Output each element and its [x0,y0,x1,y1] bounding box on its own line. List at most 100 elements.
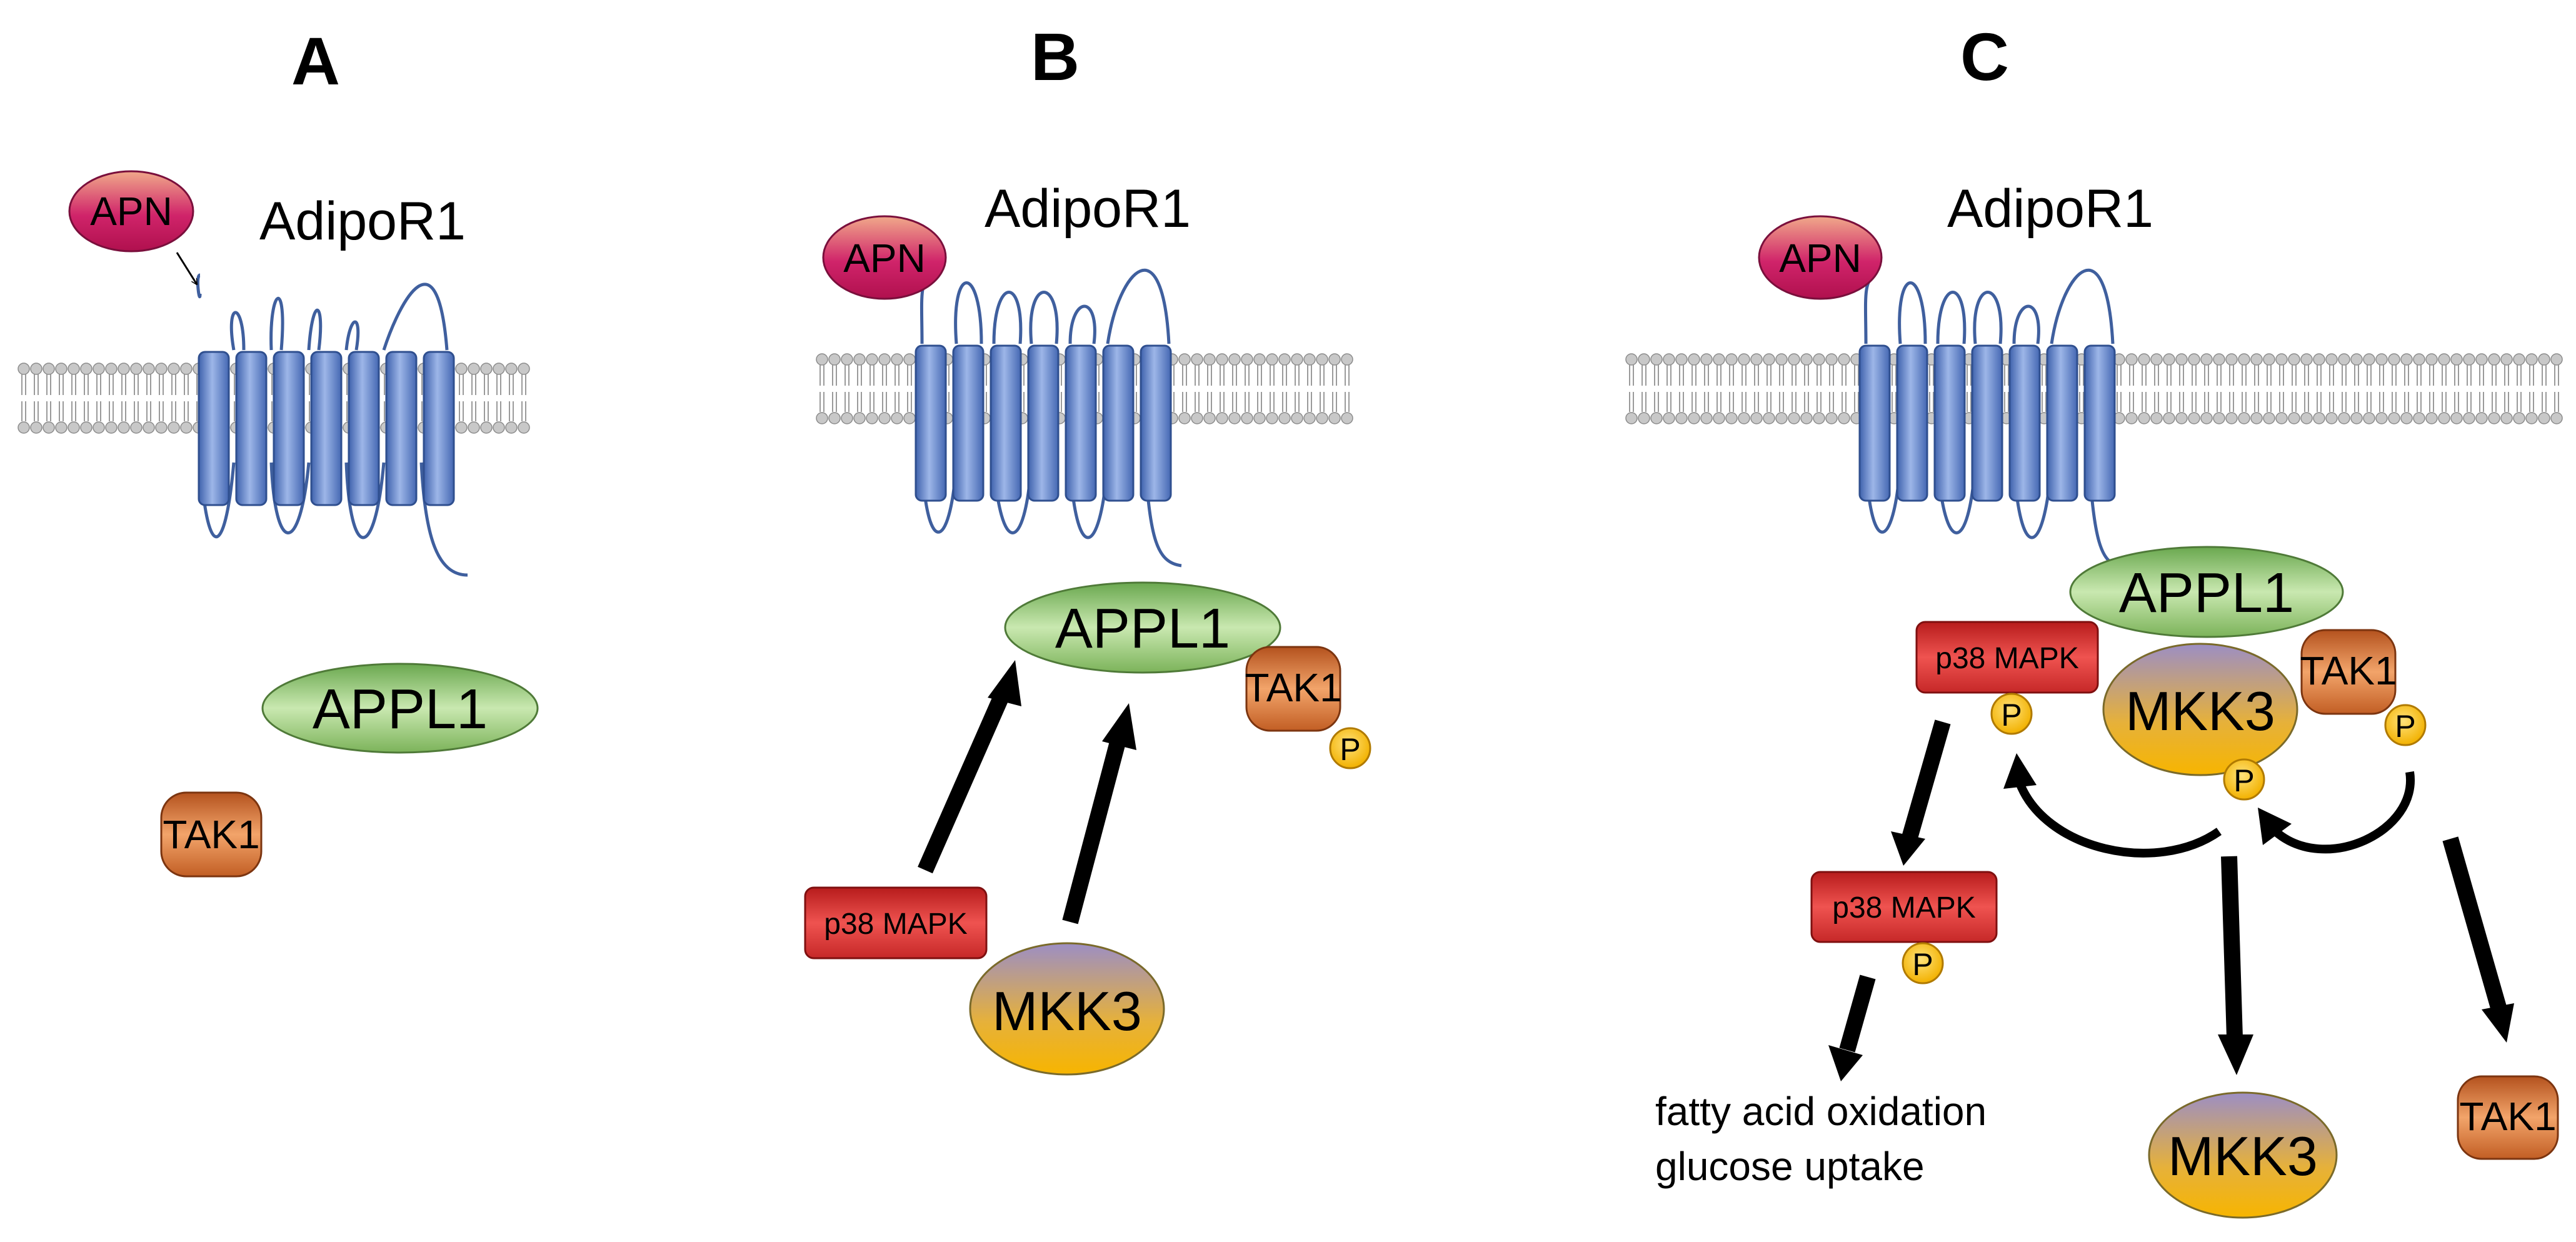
appl1-a: APPL1 [261,663,539,754]
lipid-pair [1663,353,1675,424]
adipor1-label-b: AdipoR1 [985,179,1191,239]
phospho-badge-p38-c: P [1990,693,2033,735]
transmembrane-helix [1971,344,2003,502]
tak1-label-c: TAK1 [2300,648,2397,693]
lipid-pair [93,363,105,434]
lipid-pair [2300,353,2313,424]
tak1-bound-c: TAK1 P [2300,629,2427,746]
transmembrane-helix [990,344,1022,502]
appl1-label-c: APPL1 [2119,562,2294,624]
lipid-pair [180,363,193,434]
transmembrane-helix [348,351,380,506]
adipor1-receptor-b [915,268,1182,568]
lipid-pair [1241,353,1253,424]
lipid-pair [2188,353,2200,424]
lipid-pair [1750,353,1763,424]
p38-label-b: p38 MAPK [824,908,967,941]
mkk3-b: MKK3 [969,942,1165,1076]
lipid-pair [493,363,505,434]
transmembrane-helix [1102,344,1135,502]
lipid-pair [1800,353,1813,424]
transmembrane-helix [198,351,230,506]
transmembrane-helix [235,351,268,506]
lipid-pair [828,353,841,424]
lipid-pair [2500,353,2513,424]
lipid-pair [68,363,80,434]
lipid-pair [2363,353,2375,424]
transmembrane-helix [1027,344,1060,502]
apn-label-b: APN [843,236,926,281]
lipid-pair [2388,353,2400,424]
transmembrane-helix [310,351,343,506]
phospho-badge-b: P [1329,727,1371,769]
adipor1-receptor-a [196,273,468,577]
lipid-pair [143,363,155,434]
appl1-c: APPL1 [2069,546,2344,638]
lipid-pair [1253,353,1266,424]
phosphorylation-arrow-mkk3-to-p38 [2003,753,2222,858]
p38-released-label-c: p38 MAPK [1832,891,1975,924]
lipid-pair [2463,353,2475,424]
tak1-b: TAK1 P [1245,646,1371,769]
tak1-label-b: TAK1 [1245,665,1341,710]
lipid-pair [2138,353,2150,424]
lipid-pair [468,363,480,434]
recruit-arrow-p38-b [918,660,1021,874]
svg-text:P: P [1912,947,1933,982]
mkk3-label-b: MKK3 [992,980,1142,1042]
lipid-pair [1178,353,1191,424]
lipid-pair [105,363,118,434]
transmembrane-helix [2083,344,2116,502]
lipid-pair [1763,353,1775,424]
lipid-pair [2425,353,2438,424]
appl1-label-b: APPL1 [1055,598,1230,660]
phospho-badge-p38-released-c: P [1902,942,1944,984]
lipid-pair [1316,353,1328,424]
lipid-pair [80,363,93,434]
outcome-arrow-c [1828,974,1876,1081]
lipid-pair [2550,353,2563,424]
lipid-pair [2213,353,2225,424]
transmembrane-helix [423,351,455,506]
lipid-pair [878,353,891,424]
lipid-pair [2263,353,2275,424]
lipid-pair [505,363,518,434]
mkk3-released-c: MKK3 [2148,1091,2338,1219]
transmembrane-helix [1065,344,1097,502]
adipor1-label-a: AdipoR1 [259,191,466,251]
svg-text:P: P [2001,698,2022,733]
transmembrane-helix [385,351,418,506]
transmembrane-helix [915,344,947,502]
lipid-pair [891,353,903,424]
lipid-pair [2513,353,2525,424]
lipid-pair [2450,353,2463,424]
lipid-pair [1216,353,1228,424]
lipid-pair [1191,353,1203,424]
phospho-badge-tak1-c: P [2384,704,2427,746]
lipid-pair [903,353,916,424]
lipid-pair [43,363,55,434]
lipid-pair [1675,353,1688,424]
lipid-pair [1203,353,1216,424]
lipid-pair [2325,353,2338,424]
panel-b: B AdipoR1 APN APPL1 TAK1 P [804,19,1371,1076]
lipid-pair [2375,353,2388,424]
tak1-released-c: TAK1 [2457,1075,2559,1160]
p38-mapk-b: p38 MAPK [804,886,988,959]
lipid-pair [1291,353,1303,424]
lipid-pair [30,363,43,434]
transmembrane-helix [1933,344,1966,502]
transmembrane-helix [2046,344,2078,502]
apn-ligand-c: APN [1758,215,1883,300]
mkk3-label-c: MKK3 [2125,680,2275,742]
lipid-pair [1825,353,1838,424]
lipid-pair [2475,353,2488,424]
p38-mapk-bound-c: p38 MAPK P [1915,621,2099,735]
lipid-pair [2413,353,2425,424]
lipid-pair [2125,353,2138,424]
metabolic-outcomes: fatty acid oxidation glucose uptake [1655,1089,1987,1189]
lipid-pair [2175,353,2188,424]
mkk3-released-label-c: MKK3 [2168,1125,2318,1187]
p38-mapk-released-c: p38 MAPK P [1810,871,1998,984]
